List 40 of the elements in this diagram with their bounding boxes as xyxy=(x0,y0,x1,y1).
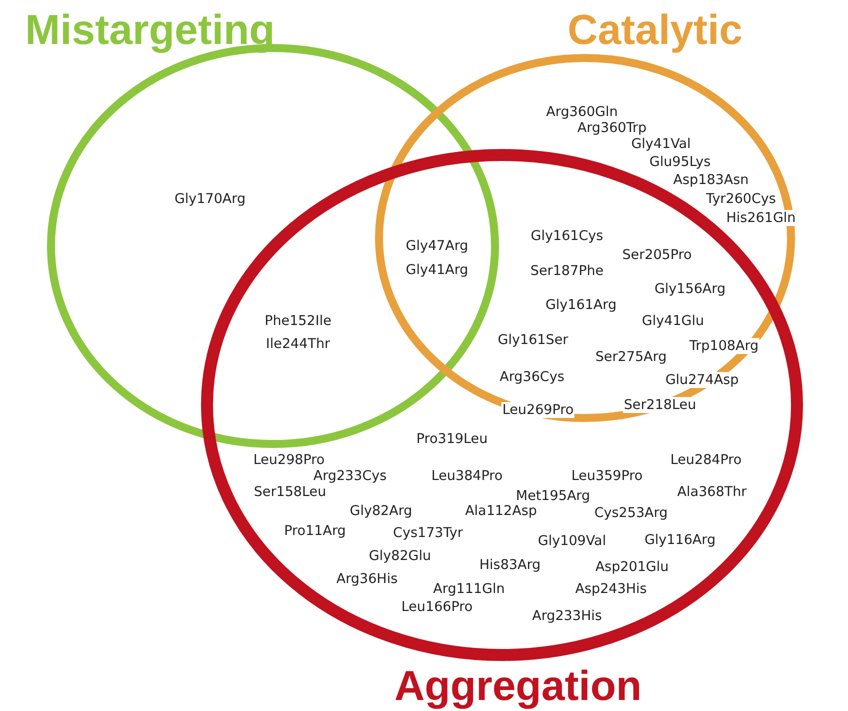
mutation-label: Gly161Cys xyxy=(530,228,604,244)
mutation-label: Gly161Arg xyxy=(544,297,618,313)
mutation-label: Met195Arg xyxy=(514,488,592,504)
mutation-label: Gly156Arg xyxy=(653,281,727,297)
mutation-label: Asp201Glu xyxy=(594,559,670,575)
mutation-label: Pro11Arg xyxy=(283,523,347,539)
set-title: Catalytic xyxy=(567,6,743,54)
mutation-label: Ala112Asp xyxy=(464,503,538,519)
mutation-label: Asp183Asn xyxy=(672,172,750,188)
set-title: Aggregation xyxy=(394,662,642,710)
mutation-label: Arg233His xyxy=(531,608,603,624)
mutation-label: Cys173Tyr xyxy=(392,525,464,541)
mutation-label: Gly116Arg xyxy=(643,532,717,548)
mutation-label: Arg360Gln xyxy=(545,104,619,120)
mutation-label: Glu95Lys xyxy=(648,154,712,170)
mutation-label: Glu274Asp xyxy=(664,372,740,388)
mutation-label: His83Arg xyxy=(478,557,542,573)
mutation-label: Arg36Cys xyxy=(498,369,566,385)
mutation-label: Ser275Arg xyxy=(594,349,668,365)
mutation-label: Arg36His xyxy=(335,571,399,587)
mutation-label: Gly109Val xyxy=(536,533,608,549)
mutation-label: Gly82Arg xyxy=(348,503,414,519)
mutation-label: Gly47Arg xyxy=(404,238,470,254)
mutation-label: Leu269Pro xyxy=(501,402,575,418)
mutation-label: Gly161Ser xyxy=(496,332,570,348)
mutation-label: Arg360Trp xyxy=(576,120,648,136)
mutation-label: Cys253Arg xyxy=(593,505,669,521)
mutation-label: Ser218Leu xyxy=(622,397,698,413)
mutation-label: Tyr260Cys xyxy=(705,191,777,207)
mutation-label: Arg233Cys xyxy=(312,468,388,484)
mutation-label: Gly41Glu xyxy=(640,313,706,329)
mutation-label: Asp243His xyxy=(574,581,648,597)
mutation-label: His261Gln xyxy=(725,210,797,226)
set-title: Mistargeting xyxy=(25,6,275,54)
mutation-label: Gly41Val xyxy=(630,136,692,152)
mutation-label: Trp108Arg xyxy=(688,338,760,354)
mutation-label: Arg111Gln xyxy=(432,581,506,597)
mutation-label: Gly41Arg xyxy=(404,262,470,278)
mutation-label: Gly82Glu xyxy=(368,548,432,564)
mutation-label: Gly170Arg xyxy=(173,191,247,207)
